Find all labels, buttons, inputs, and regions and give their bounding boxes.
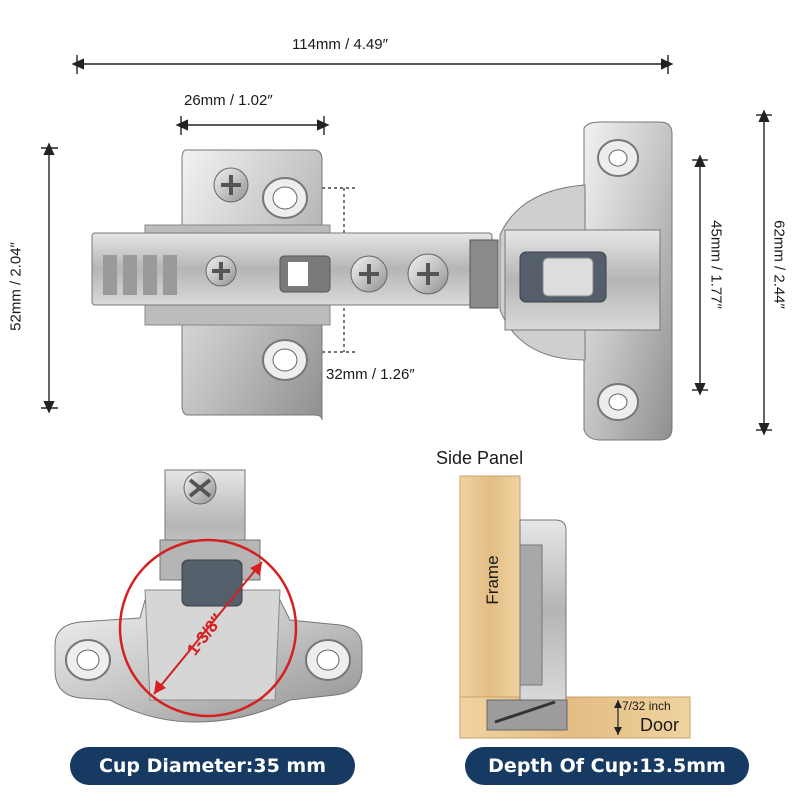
cup-hole-spacing-label: 45mm / 1.77″ xyxy=(707,220,725,309)
hinge-arm xyxy=(91,232,499,309)
hole-spacing-label: 32mm / 1.26″ xyxy=(326,366,415,383)
side-panel-illustration xyxy=(459,475,691,739)
plate-width-label: 26mm / 1.02″ xyxy=(184,92,273,109)
cup-plate-height-label: 62mm / 2.44″ xyxy=(770,220,788,309)
side-panel-title: Side Panel xyxy=(436,448,524,468)
hinge-cup xyxy=(499,121,673,441)
cup-highlight-circle xyxy=(118,538,298,718)
door-label: Door xyxy=(640,715,680,735)
overlay-label: 7/32 inch xyxy=(622,699,671,713)
overall-width-label: 114mm / 4.49″ xyxy=(292,36,388,53)
frame-label: Frame xyxy=(483,555,502,605)
cup-detail xyxy=(54,469,363,723)
cup-depth-badge: Depth Of Cup:13.5mm xyxy=(465,747,749,785)
plate-height-label: 52mm / 2.04″ xyxy=(7,242,25,331)
cup-diameter-badge: Cup Diameter:35 mm xyxy=(70,747,355,785)
dimension-lines xyxy=(41,55,772,436)
